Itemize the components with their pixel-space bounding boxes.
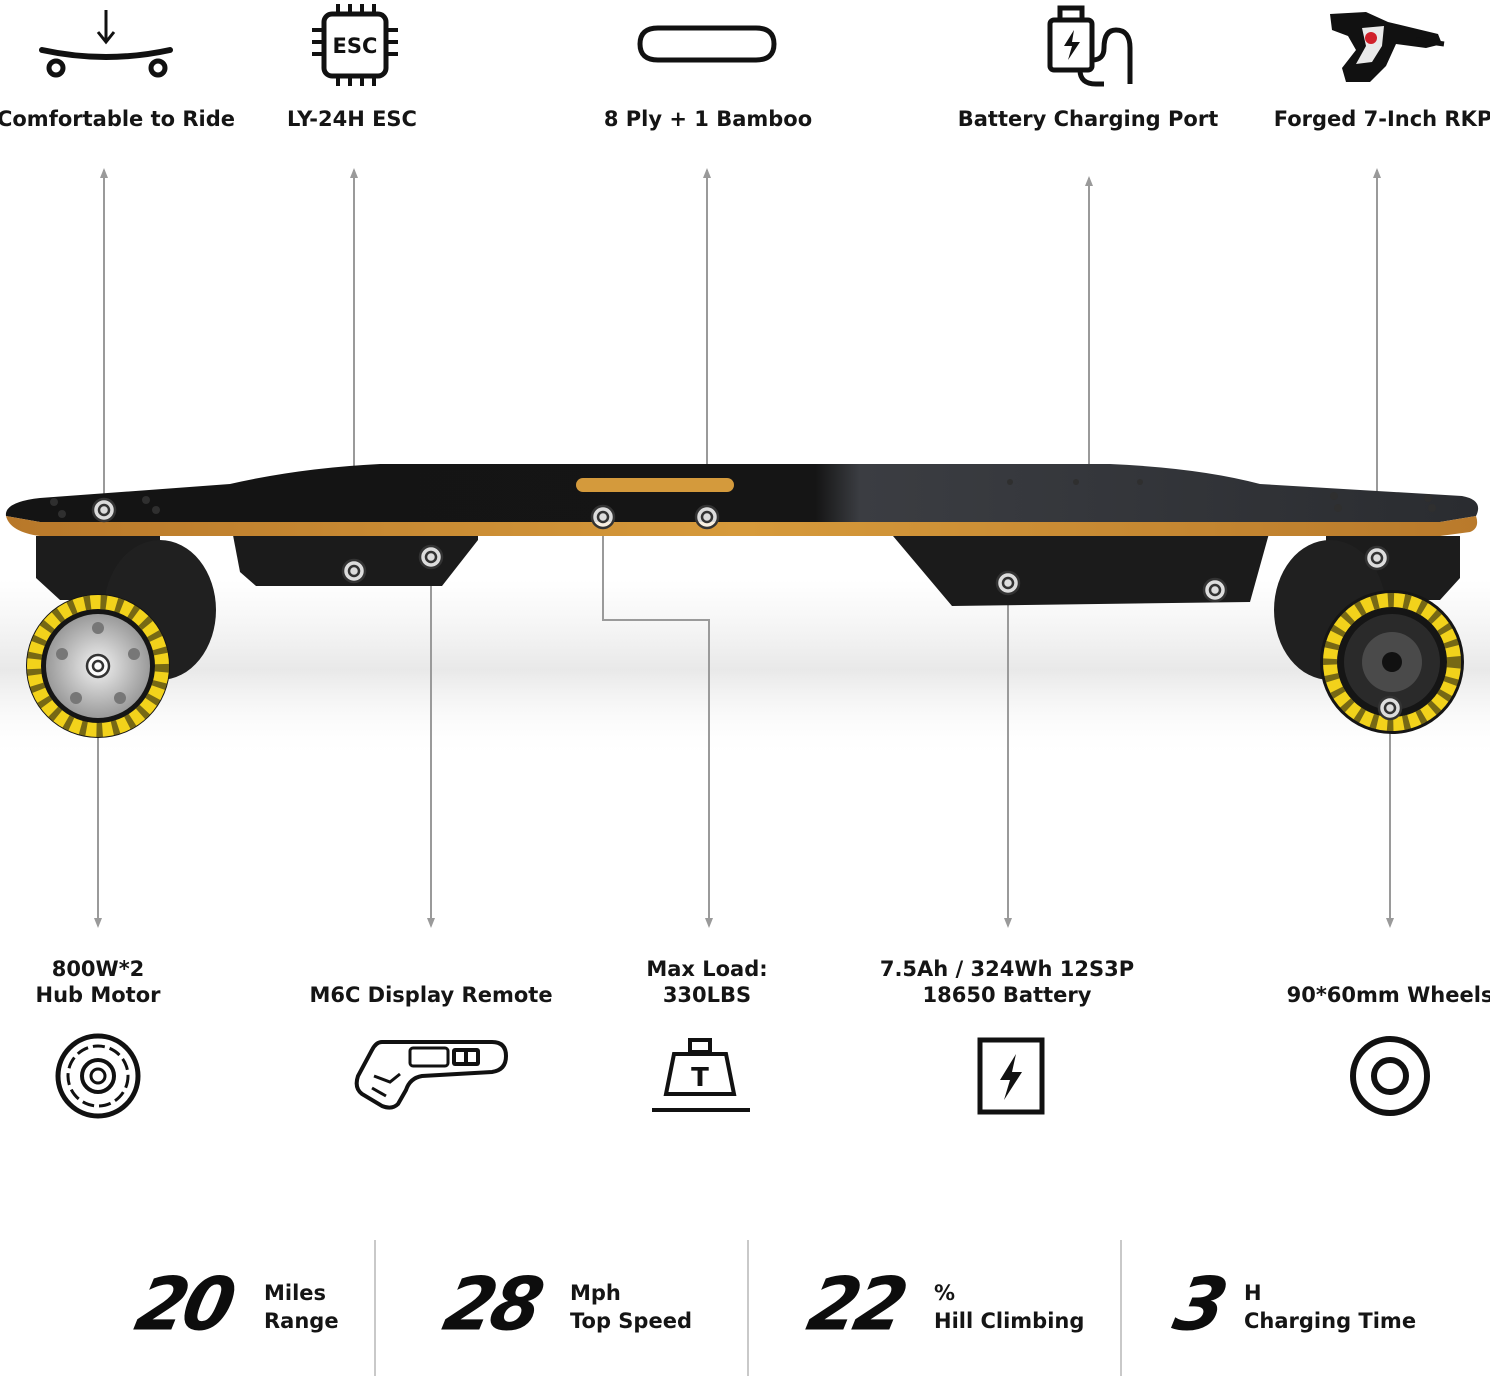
weight-text: T <box>691 1063 709 1093</box>
callout-arrowheads <box>94 168 1394 928</box>
feature-label-rkp: Forged 7-Inch RKP <box>1273 107 1490 131</box>
stat-range-desc: Range <box>264 1309 339 1333</box>
stat-divider <box>374 1240 376 1376</box>
truck-icon <box>1330 12 1445 82</box>
feature-label-motor-line1: 800W*2 <box>51 957 145 981</box>
feature-label-battery-line2: 18650 Battery <box>922 983 1092 1007</box>
feature-label-deck: 8 Ply + 1 Bamboo <box>603 107 813 131</box>
board-scene <box>0 168 1490 928</box>
bamboo-edge <box>6 516 1478 536</box>
stat-charging-time: 3 H Charging Time <box>1167 1261 1436 1347</box>
deck-handle <box>576 478 734 492</box>
stat-top-speed: 28 Mph Top Speed <box>437 1261 706 1347</box>
stat-speed-value: 28 <box>436 1261 548 1347</box>
feature-label-motor-line2: Hub Motor <box>35 983 161 1007</box>
deck-top <box>5 464 1479 522</box>
stat-range-unit: Miles <box>264 1281 327 1305</box>
feature-label-comfort: Comfortable to Ride <box>0 107 236 131</box>
feature-label-charging-port: Battery Charging Port <box>957 107 1219 131</box>
remote-icon <box>354 1040 509 1110</box>
stat-hill-value: 22 <box>800 1261 912 1347</box>
stat-divider <box>747 1240 749 1376</box>
stat-speed-desc: Top Speed <box>570 1309 692 1333</box>
charger-plug-icon <box>1047 5 1133 87</box>
esc-chip-icon: ESC <box>312 4 398 86</box>
rear-wheel <box>1320 590 1464 734</box>
feature-label-load-line1: Max Load: <box>646 957 768 981</box>
stat-hill-unit: % <box>934 1281 956 1305</box>
esc-enclosure <box>232 530 478 586</box>
battery-enclosure <box>888 530 1270 606</box>
battery-icon <box>977 1037 1045 1115</box>
floor-shadow <box>0 580 1490 760</box>
hub-motor-icon <box>55 1033 141 1119</box>
stat-divider <box>1120 1240 1122 1376</box>
stat-charge-value: 3 <box>1166 1261 1232 1347</box>
deck-flex-icon <box>39 10 173 78</box>
wheel-icon <box>1350 1036 1430 1116</box>
stat-range-value: 20 <box>128 1261 240 1347</box>
feature-label-esc: LY-24H ESC <box>287 107 417 131</box>
stat-hill-desc: Hill Climbing <box>934 1309 1085 1333</box>
feature-label-wheels: 90*60mm Wheels <box>1286 983 1490 1007</box>
stat-hill-climbing: 22 % Hill Climbing <box>801 1261 1090 1347</box>
feature-label-load-line2: 330LBS <box>662 983 752 1007</box>
stat-charge-desc: Charging Time <box>1244 1309 1417 1333</box>
callout-markers <box>85 497 1403 721</box>
stat-speed-unit: Mph <box>570 1281 621 1305</box>
stat-range: 20 Miles Range <box>129 1261 358 1347</box>
feature-label-battery-line1: 7.5Ah / 324Wh 12S3P <box>879 957 1135 981</box>
feature-label-remote: M6C Display Remote <box>309 983 553 1007</box>
weight-icon: T <box>652 1038 750 1112</box>
stat-charge-unit: H <box>1244 1281 1262 1305</box>
esc-chip-text: ESC <box>333 34 378 58</box>
deck-outline-icon <box>637 25 777 63</box>
